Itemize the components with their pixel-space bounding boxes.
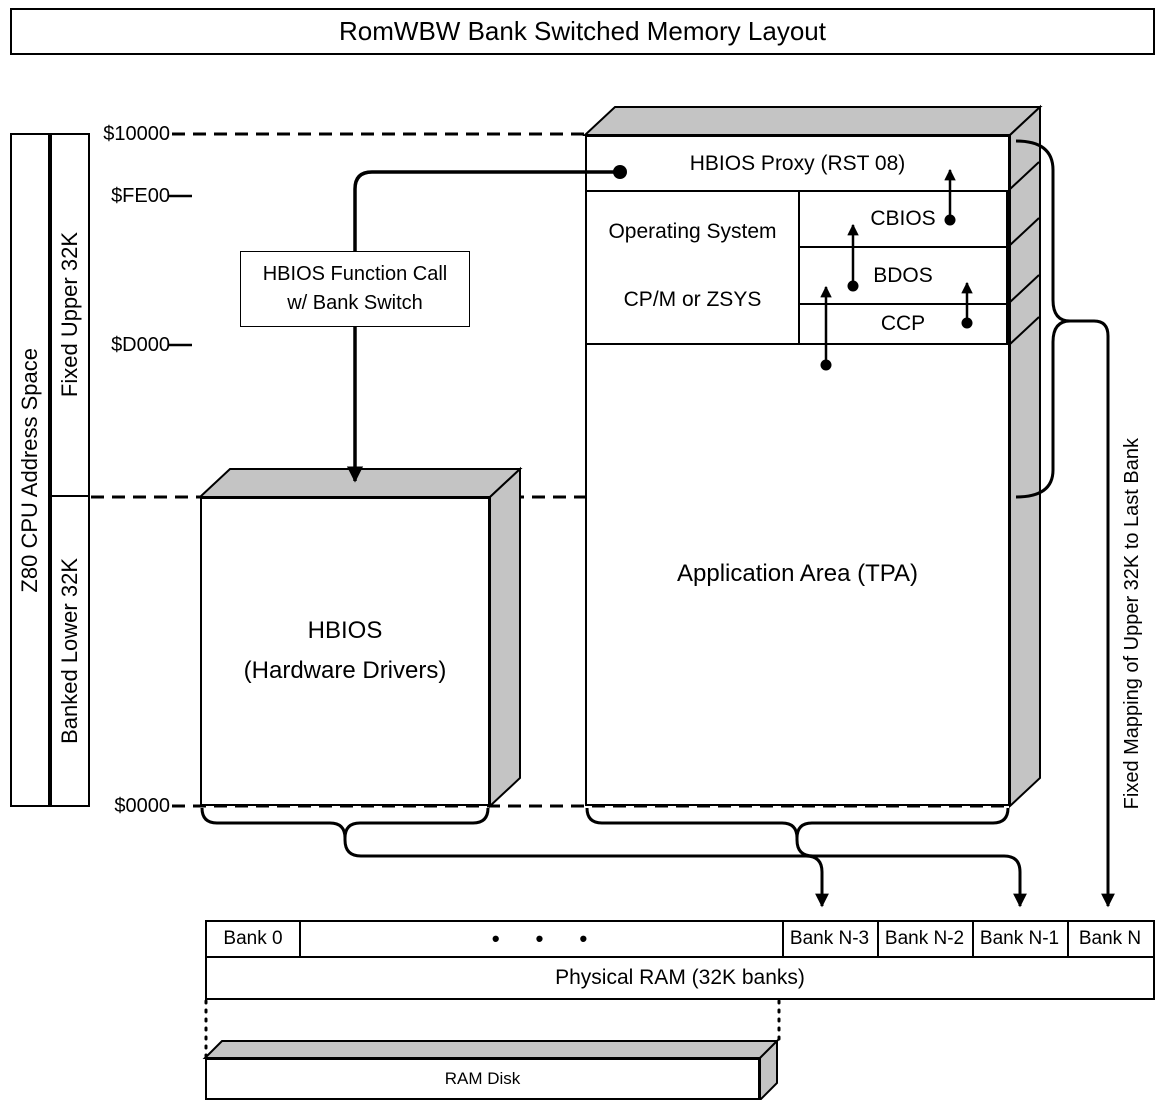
bank-0-cell: Bank 0 bbox=[223, 928, 283, 949]
hbios-call-label-line2: w/ Bank Switch bbox=[287, 292, 423, 314]
ramdisk-label: RAM Disk bbox=[444, 1069, 521, 1088]
fixed-mapping-label-wrap: Fixed Mapping of Upper 32K to Last Bank bbox=[1114, 428, 1150, 820]
hbios-box bbox=[200, 497, 490, 806]
bank-divider bbox=[1067, 922, 1069, 956]
tpa-bottom-brace bbox=[585, 807, 1010, 839]
bank-n-cell: Bank N bbox=[1078, 928, 1142, 949]
hbios-bottom-brace bbox=[200, 807, 490, 839]
physical-ram-label: Physical RAM (32K banks) bbox=[555, 966, 805, 989]
hbios-label-line1: HBIOS bbox=[307, 617, 383, 644]
bdos-box: BDOS bbox=[798, 246, 1008, 305]
tpa-label: Application Area (TPA) bbox=[677, 560, 918, 587]
banked-lower-label: Banked Lower 32K bbox=[57, 558, 82, 744]
ccp-label: CCP bbox=[880, 312, 926, 335]
bank-row: Bank 0 • • • Bank N-3 Bank N-2 Bank N-1 … bbox=[205, 920, 1155, 958]
hbios-3d-right bbox=[489, 466, 521, 809]
bank-n3-cell: Bank N-3 bbox=[789, 928, 870, 949]
page-title: RomWBW Bank Switched Memory Layout bbox=[339, 16, 826, 46]
address-label-fe00: $FE00 bbox=[111, 185, 170, 207]
address-label-10000: $10000 bbox=[103, 123, 170, 145]
fixed-mapping-arrow bbox=[1070, 319, 1115, 908]
fixed-upper-column: Fixed Upper 32K bbox=[50, 133, 90, 497]
banked-lower-column: Banked Lower 32K bbox=[50, 495, 90, 807]
os-stack-3d-lines bbox=[1008, 161, 1040, 346]
cbios-box: CBIOS bbox=[798, 190, 1008, 248]
address-label-0000: $0000 bbox=[114, 795, 170, 817]
tpa-to-bank-n1-arrow bbox=[795, 838, 1027, 908]
z80-address-space-column: Z80 CPU Address Space bbox=[10, 133, 50, 807]
tpa-3d-top bbox=[582, 106, 1043, 136]
z80-address-space-label: Z80 CPU Address Space bbox=[17, 347, 42, 593]
bank-divider bbox=[299, 922, 301, 956]
hbios-call-label-box: HBIOS Function Call w/ Bank Switch bbox=[240, 251, 470, 327]
bank-ellipsis-cell: • • • bbox=[491, 926, 590, 951]
hbios-proxy-box: HBIOS Proxy (RST 08) bbox=[585, 135, 1010, 192]
bank-divider bbox=[972, 922, 974, 956]
ramdisk-3d-top bbox=[202, 1040, 780, 1059]
operating-system-box bbox=[585, 190, 800, 345]
hbios-label-line2: (Hardware Drivers) bbox=[243, 657, 447, 684]
hbios-call-label-line1: HBIOS Function Call bbox=[262, 263, 448, 285]
bdos-label: BDOS bbox=[873, 263, 933, 287]
hbios-proxy-label: HBIOS Proxy (RST 08) bbox=[689, 151, 906, 175]
ccp-box: CCP bbox=[798, 303, 1008, 345]
cbios-label: CBIOS bbox=[870, 207, 936, 230]
address-label-d000: $D000 bbox=[111, 334, 170, 356]
hbios-3d-top bbox=[197, 468, 523, 498]
fixed-upper-label: Fixed Upper 32K bbox=[57, 232, 82, 398]
ramdisk-box: RAM Disk bbox=[205, 1058, 760, 1100]
fixed-mapping-label: Fixed Mapping of Upper 32K to Last Bank bbox=[1120, 438, 1143, 810]
bank-n1-cell: Bank N-1 bbox=[979, 928, 1060, 949]
title-bar: RomWBW Bank Switched Memory Layout bbox=[10, 8, 1155, 55]
ramdisk-3d-right bbox=[759, 1038, 778, 1100]
upper-32k-brace bbox=[1015, 139, 1071, 499]
bank-n2-cell: Bank N-2 bbox=[884, 928, 965, 949]
physical-ram-bar: Physical RAM (32K banks) bbox=[205, 956, 1155, 1000]
hbios-to-bank-n3-arrow bbox=[343, 838, 829, 908]
cpm-zsys-label: CP/M or ZSYS bbox=[623, 288, 762, 311]
operating-system-label: Operating System bbox=[608, 220, 777, 243]
tpa-3d-right bbox=[1009, 104, 1041, 809]
bank-divider bbox=[877, 922, 879, 956]
bank-divider bbox=[782, 922, 784, 956]
